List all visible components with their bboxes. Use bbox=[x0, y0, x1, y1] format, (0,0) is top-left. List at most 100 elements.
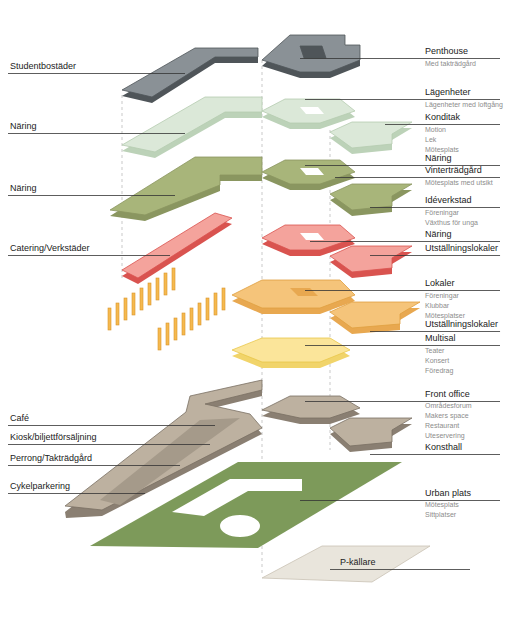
lagenheter-void bbox=[300, 107, 324, 114]
leader-line bbox=[8, 133, 185, 134]
column bbox=[166, 323, 169, 345]
leader-line bbox=[8, 444, 210, 445]
sub-label: Föreningar bbox=[425, 208, 459, 217]
leader-line bbox=[8, 465, 180, 466]
column bbox=[198, 303, 201, 325]
part-label: Perrong/Takträdgård bbox=[10, 453, 92, 464]
part-label: Lokaler bbox=[425, 278, 455, 289]
plaza-void bbox=[172, 479, 302, 516]
leader-line bbox=[8, 73, 185, 74]
leader-line bbox=[305, 345, 500, 346]
leader-line bbox=[370, 331, 500, 332]
leader-line bbox=[8, 425, 215, 426]
part-label: Idéverkstad bbox=[425, 195, 472, 206]
part-label: Näring bbox=[425, 153, 452, 164]
column bbox=[206, 298, 209, 320]
sub-label: Områdesforum bbox=[425, 401, 472, 410]
sub-label: Motion bbox=[425, 125, 446, 134]
vintertradgard-void bbox=[300, 168, 324, 175]
leader-line bbox=[385, 124, 500, 125]
vintertradgard-layer bbox=[262, 160, 355, 184]
part-label: Näring bbox=[425, 229, 452, 240]
leader-line bbox=[300, 58, 500, 59]
ideverkstad-layer bbox=[330, 184, 412, 210]
sub-label: Uteservering bbox=[425, 431, 465, 440]
leader-line bbox=[335, 177, 500, 178]
column bbox=[156, 278, 159, 300]
column bbox=[124, 298, 127, 320]
front-office-layer bbox=[262, 396, 360, 418]
sub-label: Föredrag bbox=[425, 366, 453, 375]
leader-line bbox=[305, 99, 500, 100]
sub-label: Konsert bbox=[425, 356, 449, 365]
column bbox=[174, 318, 177, 340]
penthouse-layer bbox=[262, 35, 360, 72]
naring-red-layer bbox=[262, 225, 355, 250]
leader-line bbox=[8, 195, 175, 196]
sub-label: Mötesplats bbox=[425, 145, 459, 154]
sub-label: Mötesplats med utsikt bbox=[425, 178, 493, 187]
part-label: Penthouse bbox=[425, 46, 468, 57]
student-layer bbox=[122, 48, 258, 97]
sub-label: Mötesplats bbox=[425, 500, 459, 509]
part-label: Front office bbox=[425, 389, 470, 400]
leader-line bbox=[305, 290, 500, 291]
leader-line bbox=[310, 241, 500, 242]
parking-layer bbox=[262, 546, 430, 582]
part-label: Café bbox=[10, 413, 29, 424]
part-label: Cykelparkering bbox=[10, 481, 70, 492]
sub-label: Teater bbox=[425, 346, 444, 355]
column bbox=[182, 313, 185, 335]
leader-line bbox=[370, 454, 500, 455]
naring-red-void bbox=[300, 233, 324, 240]
naring-light-layer bbox=[122, 97, 262, 152]
sub-label: Mötesplatser bbox=[425, 311, 465, 320]
sub-label: Sittplatser bbox=[425, 510, 456, 519]
part-label: Studentbostäder bbox=[10, 61, 76, 72]
part-label: Näring bbox=[10, 121, 37, 132]
lokaler-void bbox=[290, 288, 318, 296]
part-label: Vinterträdgård bbox=[425, 165, 482, 176]
part-label: Utställningslokaler bbox=[425, 319, 498, 330]
naring-olive-layer bbox=[110, 157, 262, 215]
leader-line bbox=[300, 500, 500, 501]
sub-label: Med takträdgård bbox=[425, 59, 476, 68]
part-label: P-källare bbox=[340, 557, 376, 568]
leader-line bbox=[305, 401, 500, 402]
sub-label: Lägenheter med loftgång bbox=[425, 100, 503, 109]
column bbox=[158, 328, 161, 350]
sub-label: Föreningar bbox=[425, 291, 459, 300]
column bbox=[148, 283, 151, 305]
column bbox=[214, 293, 217, 315]
catering-layer bbox=[122, 213, 232, 278]
part-label: Näring bbox=[10, 183, 37, 194]
leader-lines bbox=[8, 59, 500, 570]
column bbox=[132, 293, 135, 315]
column bbox=[172, 268, 175, 290]
part-label: Catering/Verkstäder bbox=[10, 243, 90, 254]
sub-label: Makers space bbox=[425, 411, 469, 420]
platform-strip bbox=[100, 418, 240, 505]
utstallning-layer bbox=[330, 302, 420, 328]
lagenheter-layer bbox=[262, 99, 355, 123]
sub-label: Växthus för unga bbox=[425, 218, 478, 227]
sub-label: Lek bbox=[425, 135, 436, 144]
column bbox=[222, 288, 225, 310]
platform-layer bbox=[65, 380, 262, 510]
sub-label: Restaurant bbox=[425, 421, 459, 430]
column bbox=[140, 288, 143, 310]
konditak-layer bbox=[330, 122, 412, 148]
columns bbox=[108, 268, 225, 350]
part-label: Multisal bbox=[425, 333, 456, 344]
part-label: Utställningslokaler bbox=[425, 243, 498, 254]
leader-line bbox=[330, 569, 470, 570]
multisal-layer bbox=[232, 338, 350, 362]
leader-line bbox=[8, 255, 170, 256]
sub-label: Klubbar bbox=[425, 301, 449, 310]
part-label: Urban plats bbox=[425, 488, 471, 499]
column bbox=[116, 303, 119, 325]
part-label: Konditak bbox=[425, 112, 460, 123]
part-label: Lägenheter bbox=[425, 87, 471, 98]
leader-line bbox=[370, 255, 500, 256]
